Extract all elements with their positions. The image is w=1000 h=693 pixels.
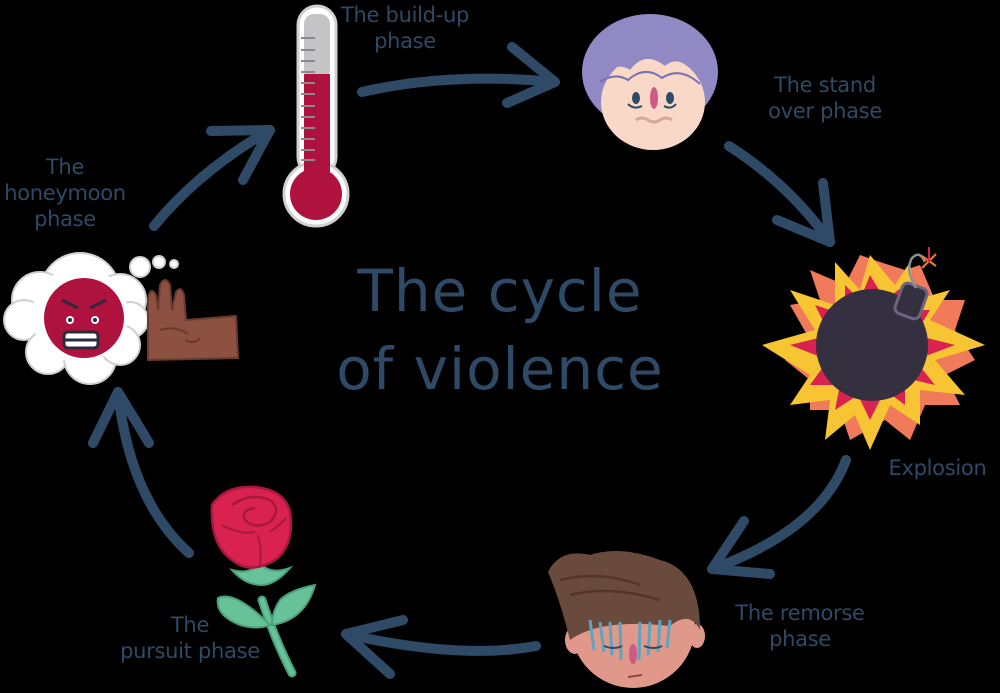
rose-icon — [210, 485, 317, 678]
arrow-pursuit-to-honeymoon — [88, 387, 194, 558]
arrow-remorse-to-pursuit — [341, 615, 541, 679]
label-honeymoon-phase: The honeymoon phase — [0, 154, 140, 232]
arrow-explosion-to-remorse — [707, 455, 851, 579]
title-line-1: The cycle — [357, 257, 643, 325]
bomb-icon — [762, 247, 985, 450]
thermometer-icon — [282, 4, 350, 228]
label-line: The — [170, 613, 210, 637]
worried-face-icon — [582, 14, 718, 150]
label-line: The build-up — [341, 3, 469, 27]
label-line: The — [45, 155, 85, 179]
label-line: pursuit phase — [120, 639, 260, 663]
label-remorse-phase: The remorse phase — [715, 600, 885, 652]
label-line: The stand — [774, 73, 876, 97]
label-line: phase — [374, 29, 436, 53]
arrow-standover-to-explosion — [724, 141, 835, 247]
label-line: over phase — [768, 99, 882, 123]
label-stand-over-phase: The stand over phase — [750, 72, 900, 124]
arrow-honeymoon-to-buildup — [149, 125, 275, 231]
diagram-title: The cycle of violence — [300, 252, 700, 408]
angry-thought-hand-icon — [3, 252, 240, 385]
title-line-2: of violence — [336, 335, 664, 403]
label-line: phase — [34, 207, 96, 231]
label-line: honeymoon — [4, 181, 126, 205]
arrow-buildup-to-standover — [357, 42, 560, 108]
label-line: Explosion — [888, 456, 987, 480]
label-build-up-phase: The build-up phase — [340, 2, 470, 54]
label-explosion: Explosion — [875, 455, 1000, 481]
label-pursuit-phase: The pursuit phase — [100, 612, 280, 664]
crying-face-icon — [548, 551, 705, 688]
label-line: The remorse — [735, 601, 865, 625]
label-line: phase — [769, 627, 831, 651]
